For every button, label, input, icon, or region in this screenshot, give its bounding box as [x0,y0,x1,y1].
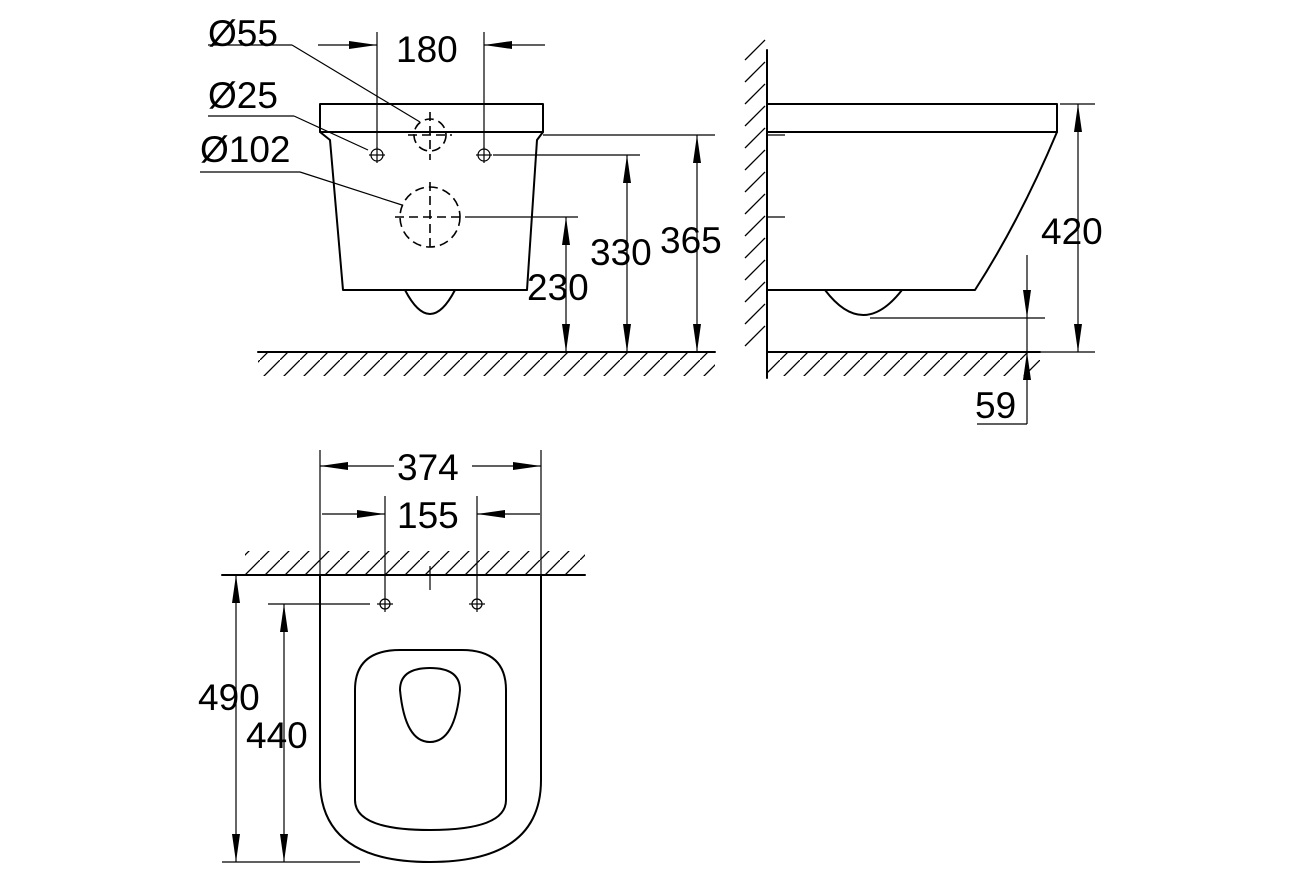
top-wall-hatch [245,551,585,575]
label-top-depth-fix: 440 [246,715,308,756]
front-fix-hole-right [476,147,492,163]
side-view: 420 59 [744,39,1103,426]
top-fix-hole-right [469,596,485,612]
label-top-fix-spacing: 155 [397,495,459,536]
side-floor-hatch [767,352,1040,376]
front-bowl-outline [319,103,544,291]
label-front-fix-spacing: 180 [396,29,458,70]
front-fix-hole-left [369,147,385,163]
front-view: Ø55 Ø25 Ø102 180 230 330 365 [200,13,722,376]
label-front-h-fix: 330 [590,232,652,273]
label-dia-flush: Ø55 [208,13,278,54]
top-fix-hole-left [377,596,393,612]
top-view: 374 155 490 440 [198,447,586,863]
label-dia-waste: Ø102 [200,129,291,170]
front-floor-hatch [258,352,715,376]
top-bowl-outline [319,574,542,863]
top-seat-outline [354,649,507,831]
label-side-h-clearance: 59 [975,385,1016,426]
label-top-depth: 490 [198,677,260,718]
label-top-width: 374 [397,447,459,488]
label-side-h-overall: 420 [1041,211,1103,252]
side-outlet [824,289,903,316]
label-front-h-top: 365 [660,220,722,261]
label-front-h-waste: 230 [527,267,589,308]
top-bowl-opening [399,667,461,743]
label-dia-fix: Ø25 [208,75,278,116]
side-wall-hatch [744,39,766,347]
side-bowl-outline [766,103,1058,291]
front-outlet [404,289,456,315]
